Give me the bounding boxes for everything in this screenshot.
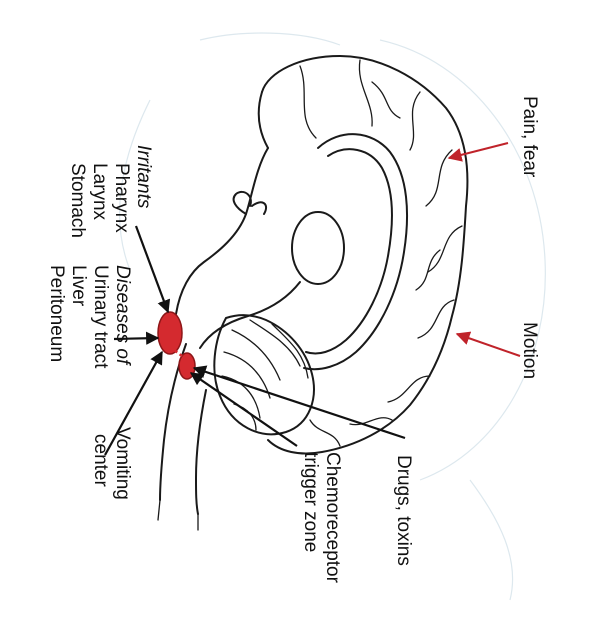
vomiting-center-nucleus bbox=[158, 312, 182, 354]
vomiting-center-label-line2: center bbox=[90, 434, 111, 487]
diseases-item-urinary-tract: Urinary tract bbox=[90, 265, 111, 369]
motion-label: Motion bbox=[519, 322, 540, 379]
diseases-item-liver: Liver bbox=[68, 265, 89, 307]
irritants-item-pharynx: Pharynx bbox=[111, 163, 132, 233]
irritants-arrow bbox=[136, 226, 168, 312]
irritants-item-stomach: Stomach bbox=[67, 163, 88, 238]
drugs-toxins-label: Drugs, toxins bbox=[393, 455, 414, 566]
diseases-item-peritoneum: Peritoneum bbox=[46, 265, 67, 362]
vomiting-center-label-line1: Vomiting bbox=[112, 427, 133, 500]
pain-fear-arrow bbox=[449, 143, 508, 158]
ctz-label-line2: trigger zone bbox=[300, 452, 321, 552]
drugs-toxins-arrow bbox=[194, 368, 405, 438]
pain-fear-label: Pain, fear bbox=[519, 96, 540, 178]
irritants-heading: Irritants bbox=[133, 145, 154, 209]
irritants-item-larynx: Larynx bbox=[89, 163, 110, 221]
ctz-label-line1: Chemoreceptor bbox=[322, 452, 343, 584]
ctz-to-vomiting-center-link bbox=[174, 350, 182, 356]
diseases-heading: Diseases of bbox=[112, 265, 133, 366]
motion-arrow bbox=[457, 334, 520, 356]
